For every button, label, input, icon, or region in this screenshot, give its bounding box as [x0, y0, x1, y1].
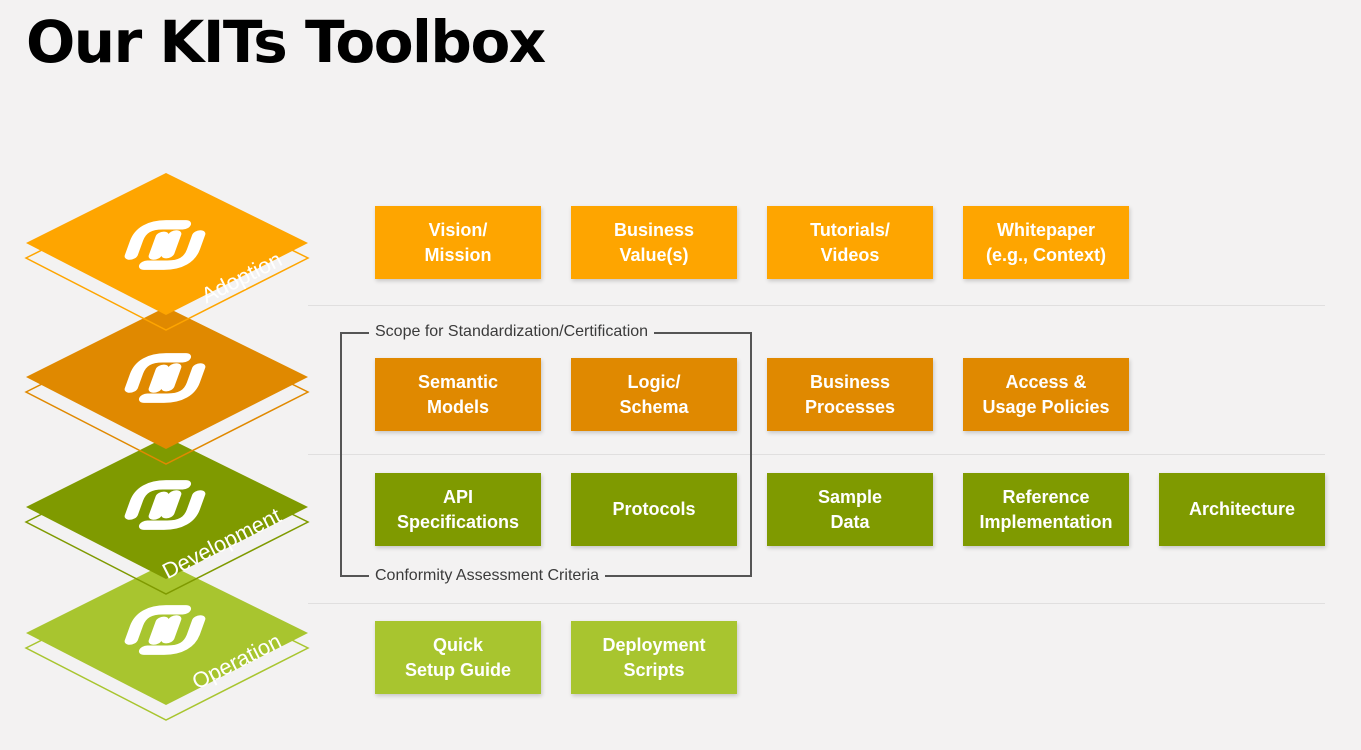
kit-box-sample-data[interactable]: Sample Data: [767, 473, 933, 546]
layer-stack: Operation Development Adoption: [24, 173, 310, 721]
scope-label: Scope for Standardization/Certification: [369, 322, 655, 342]
kit-box-reference-implementation[interactable]: Reference Implementation: [963, 473, 1129, 546]
kit-box-architecture[interactable]: Architecture: [1159, 473, 1325, 546]
kit-box-whitepaper[interactable]: Whitepaper (e.g., Context): [963, 206, 1129, 279]
kit-box-logic-schema[interactable]: Logic/ Schema: [571, 358, 737, 431]
kit-box-semantic-models[interactable]: Semantic Models: [375, 358, 541, 431]
divider: [308, 305, 1325, 306]
conformity-label: Conformity Assessment Criteria: [369, 566, 606, 586]
kit-box-vision-mission[interactable]: Vision/ Mission: [375, 206, 541, 279]
kit-box-deployment-scripts[interactable]: Deployment Scripts: [571, 621, 737, 694]
kit-box-business-processes[interactable]: Business Processes: [767, 358, 933, 431]
layer-adoption-dark: [24, 307, 310, 465]
layer-development: Development: [24, 437, 310, 595]
layer-operation: Operation: [24, 563, 310, 721]
divider: [308, 454, 1325, 455]
kit-box-api-specifications[interactable]: API Specifications: [375, 473, 541, 546]
page-title: Our KITs Toolbox: [26, 8, 546, 76]
kit-box-access-usage-policies[interactable]: Access & Usage Policies: [963, 358, 1129, 431]
kit-box-protocols[interactable]: Protocols: [571, 473, 737, 546]
kit-box-quick-setup-guide[interactable]: Quick Setup Guide: [375, 621, 541, 694]
layer-adoption: Adoption: [24, 173, 310, 331]
kit-box-business-values[interactable]: Business Value(s): [571, 206, 737, 279]
divider: [308, 603, 1325, 604]
kit-box-tutorials-videos[interactable]: Tutorials/ Videos: [767, 206, 933, 279]
